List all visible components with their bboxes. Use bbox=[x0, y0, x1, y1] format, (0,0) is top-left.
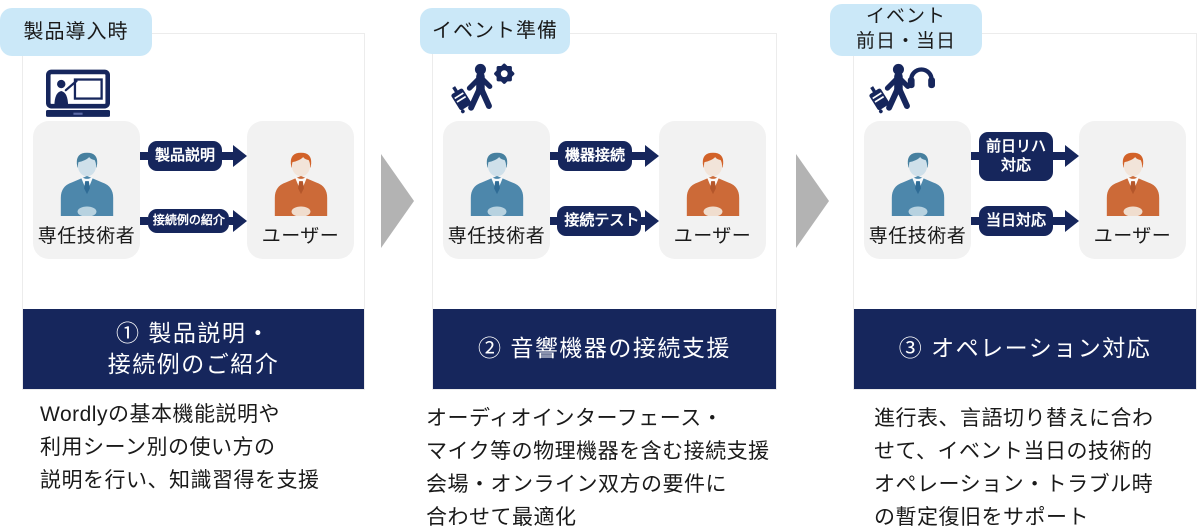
arrow-head-icon bbox=[645, 145, 659, 167]
arrow-stub bbox=[140, 217, 148, 225]
engineer-box: 専任技術者 bbox=[864, 121, 971, 259]
banner-text: 接続例のご紹介 bbox=[107, 351, 280, 377]
user-box: ユーザー bbox=[659, 121, 766, 259]
engineer-box: 専任技術者 bbox=[33, 121, 140, 259]
arrow-stub bbox=[550, 217, 558, 225]
phase-banner-2: ② 音響機器の接続支援 bbox=[433, 309, 776, 389]
arrow-label: 当日対応 bbox=[986, 212, 1047, 230]
user-box: ユーザー bbox=[1079, 121, 1186, 259]
arrow-head-icon bbox=[233, 145, 247, 167]
arrow-shaft bbox=[1053, 217, 1065, 225]
flow-diagram-1: 専任技術者 製品説明 接続例の bbox=[33, 121, 354, 259]
arrow-shaft bbox=[222, 152, 233, 160]
arrow-step: 製品説明 bbox=[140, 132, 247, 180]
arrow-stub bbox=[140, 152, 148, 160]
engineer-avatar bbox=[60, 152, 113, 216]
arrow-step: 前日リハ 対応 bbox=[971, 131, 1079, 181]
arrow-stub bbox=[550, 152, 558, 160]
arrow-label-pill: 接続テスト bbox=[557, 206, 641, 236]
arrow-head-icon bbox=[645, 210, 659, 232]
arrow-shaft bbox=[229, 217, 233, 225]
arrow-label-pill: 前日リハ 対応 bbox=[979, 131, 1054, 181]
arrow-head-icon bbox=[233, 210, 247, 232]
arrow-label-pill: 機器接続 bbox=[558, 141, 633, 171]
user-avatar bbox=[1106, 152, 1159, 216]
phase-card-3: 専任技術者 前日リハ 対応 当日 bbox=[853, 33, 1197, 390]
user-label: ユーザー bbox=[261, 226, 340, 247]
phase-tag-3: イベント 前日・当日 bbox=[830, 4, 982, 56]
user-box: ユーザー bbox=[247, 121, 354, 259]
flow-diagram-3: 専任技術者 前日リハ 対応 当日 bbox=[864, 121, 1186, 259]
flow-diagram-2: 専任技術者 機器接続 接続テス bbox=[443, 121, 766, 259]
arrow-label-pill: 当日対応 bbox=[979, 206, 1054, 236]
arrow-head-icon bbox=[1065, 210, 1079, 232]
arrow-step: 機器接続 bbox=[550, 132, 659, 180]
phase-tag-label: 製品導入時 bbox=[23, 21, 129, 43]
arrow-step: 接続例の紹介 bbox=[140, 197, 247, 245]
arrow-label: 接続テスト bbox=[564, 212, 640, 230]
arrow-label: 対応 bbox=[1001, 157, 1032, 174]
phase-tag-label: イベント準備 bbox=[432, 20, 558, 42]
user-label: ユーザー bbox=[1093, 226, 1172, 247]
engineer-label: 専任技術者 bbox=[37, 226, 136, 247]
phase-description-3: 進行表、言語切り替えに合わ せて、イベント当日の技術的 オペレーション・トラブル… bbox=[874, 407, 1154, 527]
user-avatar bbox=[274, 152, 327, 216]
next-phase-arrow-icon bbox=[381, 154, 414, 248]
arrow-shaft bbox=[1053, 152, 1065, 160]
user-avatar bbox=[686, 152, 739, 216]
presentation-icon bbox=[46, 69, 110, 124]
phase-card-2: 専任技術者 機器接続 接続テス bbox=[432, 33, 777, 390]
phase-card-1: 専任技術者 製品説明 接続例の bbox=[22, 33, 365, 390]
arrow-stub bbox=[971, 152, 979, 160]
arrow-step: 当日対応 bbox=[971, 197, 1079, 245]
arrow-label-pill: 製品説明 bbox=[148, 141, 223, 171]
user-label: ユーザー bbox=[673, 226, 752, 247]
phase-description-2: オーディオインターフェース・ マイク等の物理機器を含む接続支援 会場・オンライン… bbox=[426, 407, 770, 527]
engineer-label: 専任技術者 bbox=[447, 226, 546, 247]
phase-banner-3: ③ オペレーション対応 bbox=[854, 309, 1196, 389]
engineer-label: 専任技術者 bbox=[868, 226, 967, 247]
engineer-box: 専任技術者 bbox=[443, 121, 550, 259]
arrow-shaft bbox=[632, 152, 645, 160]
phase-tag-1: 製品導入時 bbox=[0, 8, 152, 56]
banner-text: ① 製品説明・ bbox=[116, 319, 271, 346]
arrow-head-icon bbox=[1065, 145, 1079, 167]
arrow-label: 接続例の紹介 bbox=[152, 213, 225, 228]
next-phase-arrow-icon bbox=[796, 154, 829, 248]
phase-tag-2: イベント準備 bbox=[420, 8, 570, 54]
arrow-label: 機器接続 bbox=[565, 147, 626, 165]
phase-description-1: Wordlyの基本機能説明や 利用シーン別の使い方の 説明を行い、知識習得を支援 bbox=[40, 403, 320, 492]
phase-banner-1: ① 製品説明・ 接続例のご紹介 bbox=[23, 309, 364, 389]
phase-tag-label: イベント bbox=[865, 6, 946, 28]
arrow-steps: 製品説明 接続例の紹介 bbox=[140, 121, 247, 259]
banner-text: ② 音響機器の接続支援 bbox=[478, 335, 731, 362]
traveler-headphones-icon bbox=[867, 60, 935, 123]
arrow-stub bbox=[971, 217, 979, 225]
banner-text: ③ オペレーション対応 bbox=[898, 335, 1152, 362]
arrow-label: 製品説明 bbox=[155, 147, 216, 165]
arrow-shaft bbox=[641, 217, 645, 225]
phase-tag-label: 前日・当日 bbox=[855, 31, 956, 52]
engineer-avatar bbox=[891, 152, 944, 216]
arrow-label: 前日リハ bbox=[986, 137, 1047, 155]
arrow-label-pill: 接続例の紹介 bbox=[147, 209, 229, 233]
arrow-steps: 前日リハ 対応 当日対応 bbox=[971, 121, 1079, 259]
arrow-step: 接続テスト bbox=[550, 197, 659, 245]
arrow-steps: 機器接続 接続テスト bbox=[550, 121, 659, 259]
engineer-avatar bbox=[470, 152, 523, 216]
traveler-gear-icon bbox=[449, 60, 517, 123]
